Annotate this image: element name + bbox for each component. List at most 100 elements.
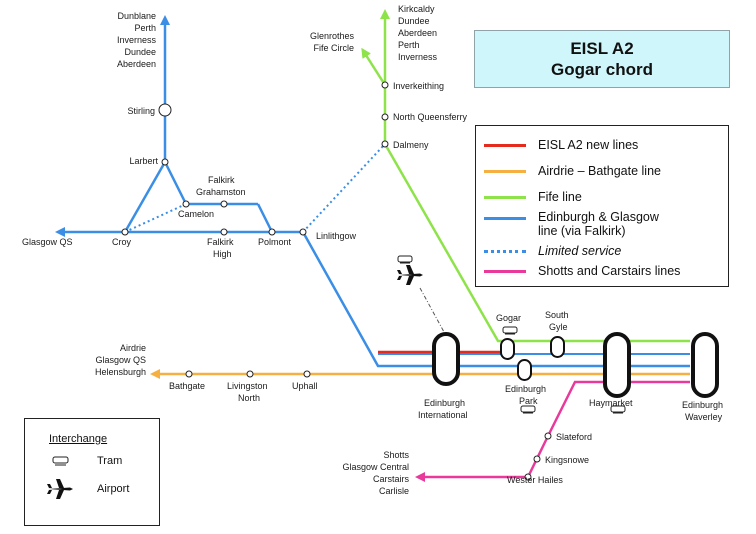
tram-icon (397, 255, 413, 264)
label-wester-hailes: Wester Hailes (507, 475, 563, 485)
interchange-stations (432, 332, 719, 398)
destination-carlisle: Carlisle (379, 486, 409, 496)
station-north-queensferry (381, 113, 389, 121)
label-edinburgh-waverley-1: Edinburgh (682, 400, 723, 410)
destination-glasgow-qs: Glasgow QS (22, 237, 73, 247)
station-bathgate (185, 370, 193, 378)
limited-service-lines (124, 143, 386, 233)
label-gogar: Gogar (496, 313, 521, 323)
label-falkirk-grahamston-2: Grahamston (196, 187, 246, 197)
legend-swatch (484, 249, 526, 253)
label-camelon: Camelon (178, 209, 214, 219)
destination-perth: Perth (134, 23, 156, 33)
label-stirling: Stirling (127, 106, 155, 116)
legend-item-eisl: EISL A2 new lines (484, 138, 638, 152)
station-falkirk-grahamston (220, 200, 228, 208)
station-livingston-north (246, 370, 254, 378)
destination-airdrie-glasgow-qs: Glasgow QS (95, 355, 146, 365)
station-markers (121, 81, 552, 481)
tram-icon (520, 405, 536, 414)
legend-label-group: Edinburgh & Glasgow line (via Falkirk) (538, 210, 659, 238)
label-kingsknowe: Kingsnowe (545, 455, 589, 465)
label-south-gyle-1: South (545, 310, 569, 320)
label-inverkeithing: Inverkeithing (393, 81, 444, 91)
station-dalmeny (381, 140, 389, 148)
station-wester-hailes (524, 473, 532, 481)
station-haymarket (603, 332, 631, 398)
station-slateford (544, 432, 552, 440)
legend-label: Fife line (538, 190, 582, 204)
legend-item-fife: Fife line (484, 190, 582, 204)
station-inverkeithing (381, 81, 389, 89)
label-haymarket: Haymarket (589, 398, 633, 408)
label-edinburgh-international-2: International (418, 410, 468, 420)
airport-link (419, 287, 445, 333)
station-uphall (303, 370, 311, 378)
legend-swatch (484, 269, 526, 273)
title-box: EISL A2 Gogar chord (474, 30, 730, 88)
label-bathgate: Bathgate (169, 381, 205, 391)
interchange-tram-label: Tram (97, 455, 123, 467)
label-slateford: Slateford (556, 432, 592, 442)
destination-helensburgh: Helensburgh (95, 367, 146, 377)
destination-fife-circle: Fife Circle (313, 43, 354, 53)
legend-swatch (484, 169, 526, 173)
destination-kirkcaldy: Kirkcaldy (398, 4, 435, 14)
legend-item-limited: Limited service (484, 244, 621, 258)
airplane-icon (47, 479, 73, 499)
destination-inverness: Inverness (117, 35, 157, 45)
legend-swatch (484, 195, 526, 199)
tram-icon (52, 456, 69, 466)
label-edinburgh-waverley-2: Waverley (685, 412, 723, 422)
label-edinburgh-park-2: Park (519, 396, 538, 406)
station-larbert (161, 158, 169, 166)
label-dalmeny: Dalmeny (393, 140, 429, 150)
label-south-gyle-2: Gyle (549, 322, 568, 332)
interchange-airport-label: Airport (97, 483, 130, 495)
legend-swatch (484, 217, 526, 220)
legend: EISL A2 new lines Airdrie – Bathgate lin… (475, 125, 729, 287)
station-stirling (158, 103, 172, 117)
label-livingston-north-1: Livingston (227, 381, 268, 391)
airplane-icon (397, 265, 423, 285)
destination-dunblane: Dunblane (117, 11, 156, 21)
destination-fife-aberdeen: Aberdeen (398, 28, 437, 38)
destination-carstairs: Carstairs (373, 474, 410, 484)
label-edinburgh-international-1: Edinburgh (424, 398, 465, 408)
station-edinburgh-waverley (691, 332, 719, 398)
legend-swatch (484, 143, 526, 147)
label-polmont: Polmont (258, 237, 292, 247)
label-croy: Croy (112, 237, 132, 247)
legend-label-2: line (via Falkirk) (538, 224, 626, 238)
destination-dundee: Dundee (124, 47, 156, 57)
label-north-queensferry: North Queensferry (393, 112, 468, 122)
label-livingston-north-2: North (238, 393, 260, 403)
label-uphall: Uphall (292, 381, 318, 391)
legend-item-airdrie: Airdrie – Bathgate line (484, 164, 661, 178)
station-polmont (268, 228, 276, 236)
station-edinburgh-international (432, 332, 460, 386)
station-edinburgh-park (517, 359, 532, 381)
legend-item-edinburgh-glasgow: Edinburgh & Glasgow line (via Falkirk) (484, 210, 659, 238)
label-edinburgh-park-1: Edinburgh (505, 384, 546, 394)
station-south-gyle (550, 336, 565, 358)
tram-icon (502, 326, 518, 335)
interchange-title: Interchange (49, 433, 108, 445)
destination-shotts: Shotts (383, 450, 409, 460)
station-falkirk-high (220, 228, 228, 236)
legend-label: Limited service (538, 244, 622, 258)
label-falkirk-high-2: High (213, 249, 232, 259)
destination-fife-perth: Perth (398, 40, 420, 50)
destination-airdrie: Airdrie (120, 343, 146, 353)
destination-aberdeen: Aberdeen (117, 59, 156, 69)
legend-label: Airdrie – Bathgate line (538, 164, 661, 178)
station-linlithgow (299, 228, 307, 236)
tram-icon (610, 405, 626, 414)
interchange-key: Interchange Tram Airport (24, 418, 160, 526)
destination-fife-inverness: Inverness (398, 52, 438, 62)
station-kingsknowe (533, 455, 541, 463)
title-line-1: EISL A2 (570, 39, 634, 58)
label-linlithgow: Linlithgow (316, 231, 357, 241)
label-larbert: Larbert (129, 156, 158, 166)
